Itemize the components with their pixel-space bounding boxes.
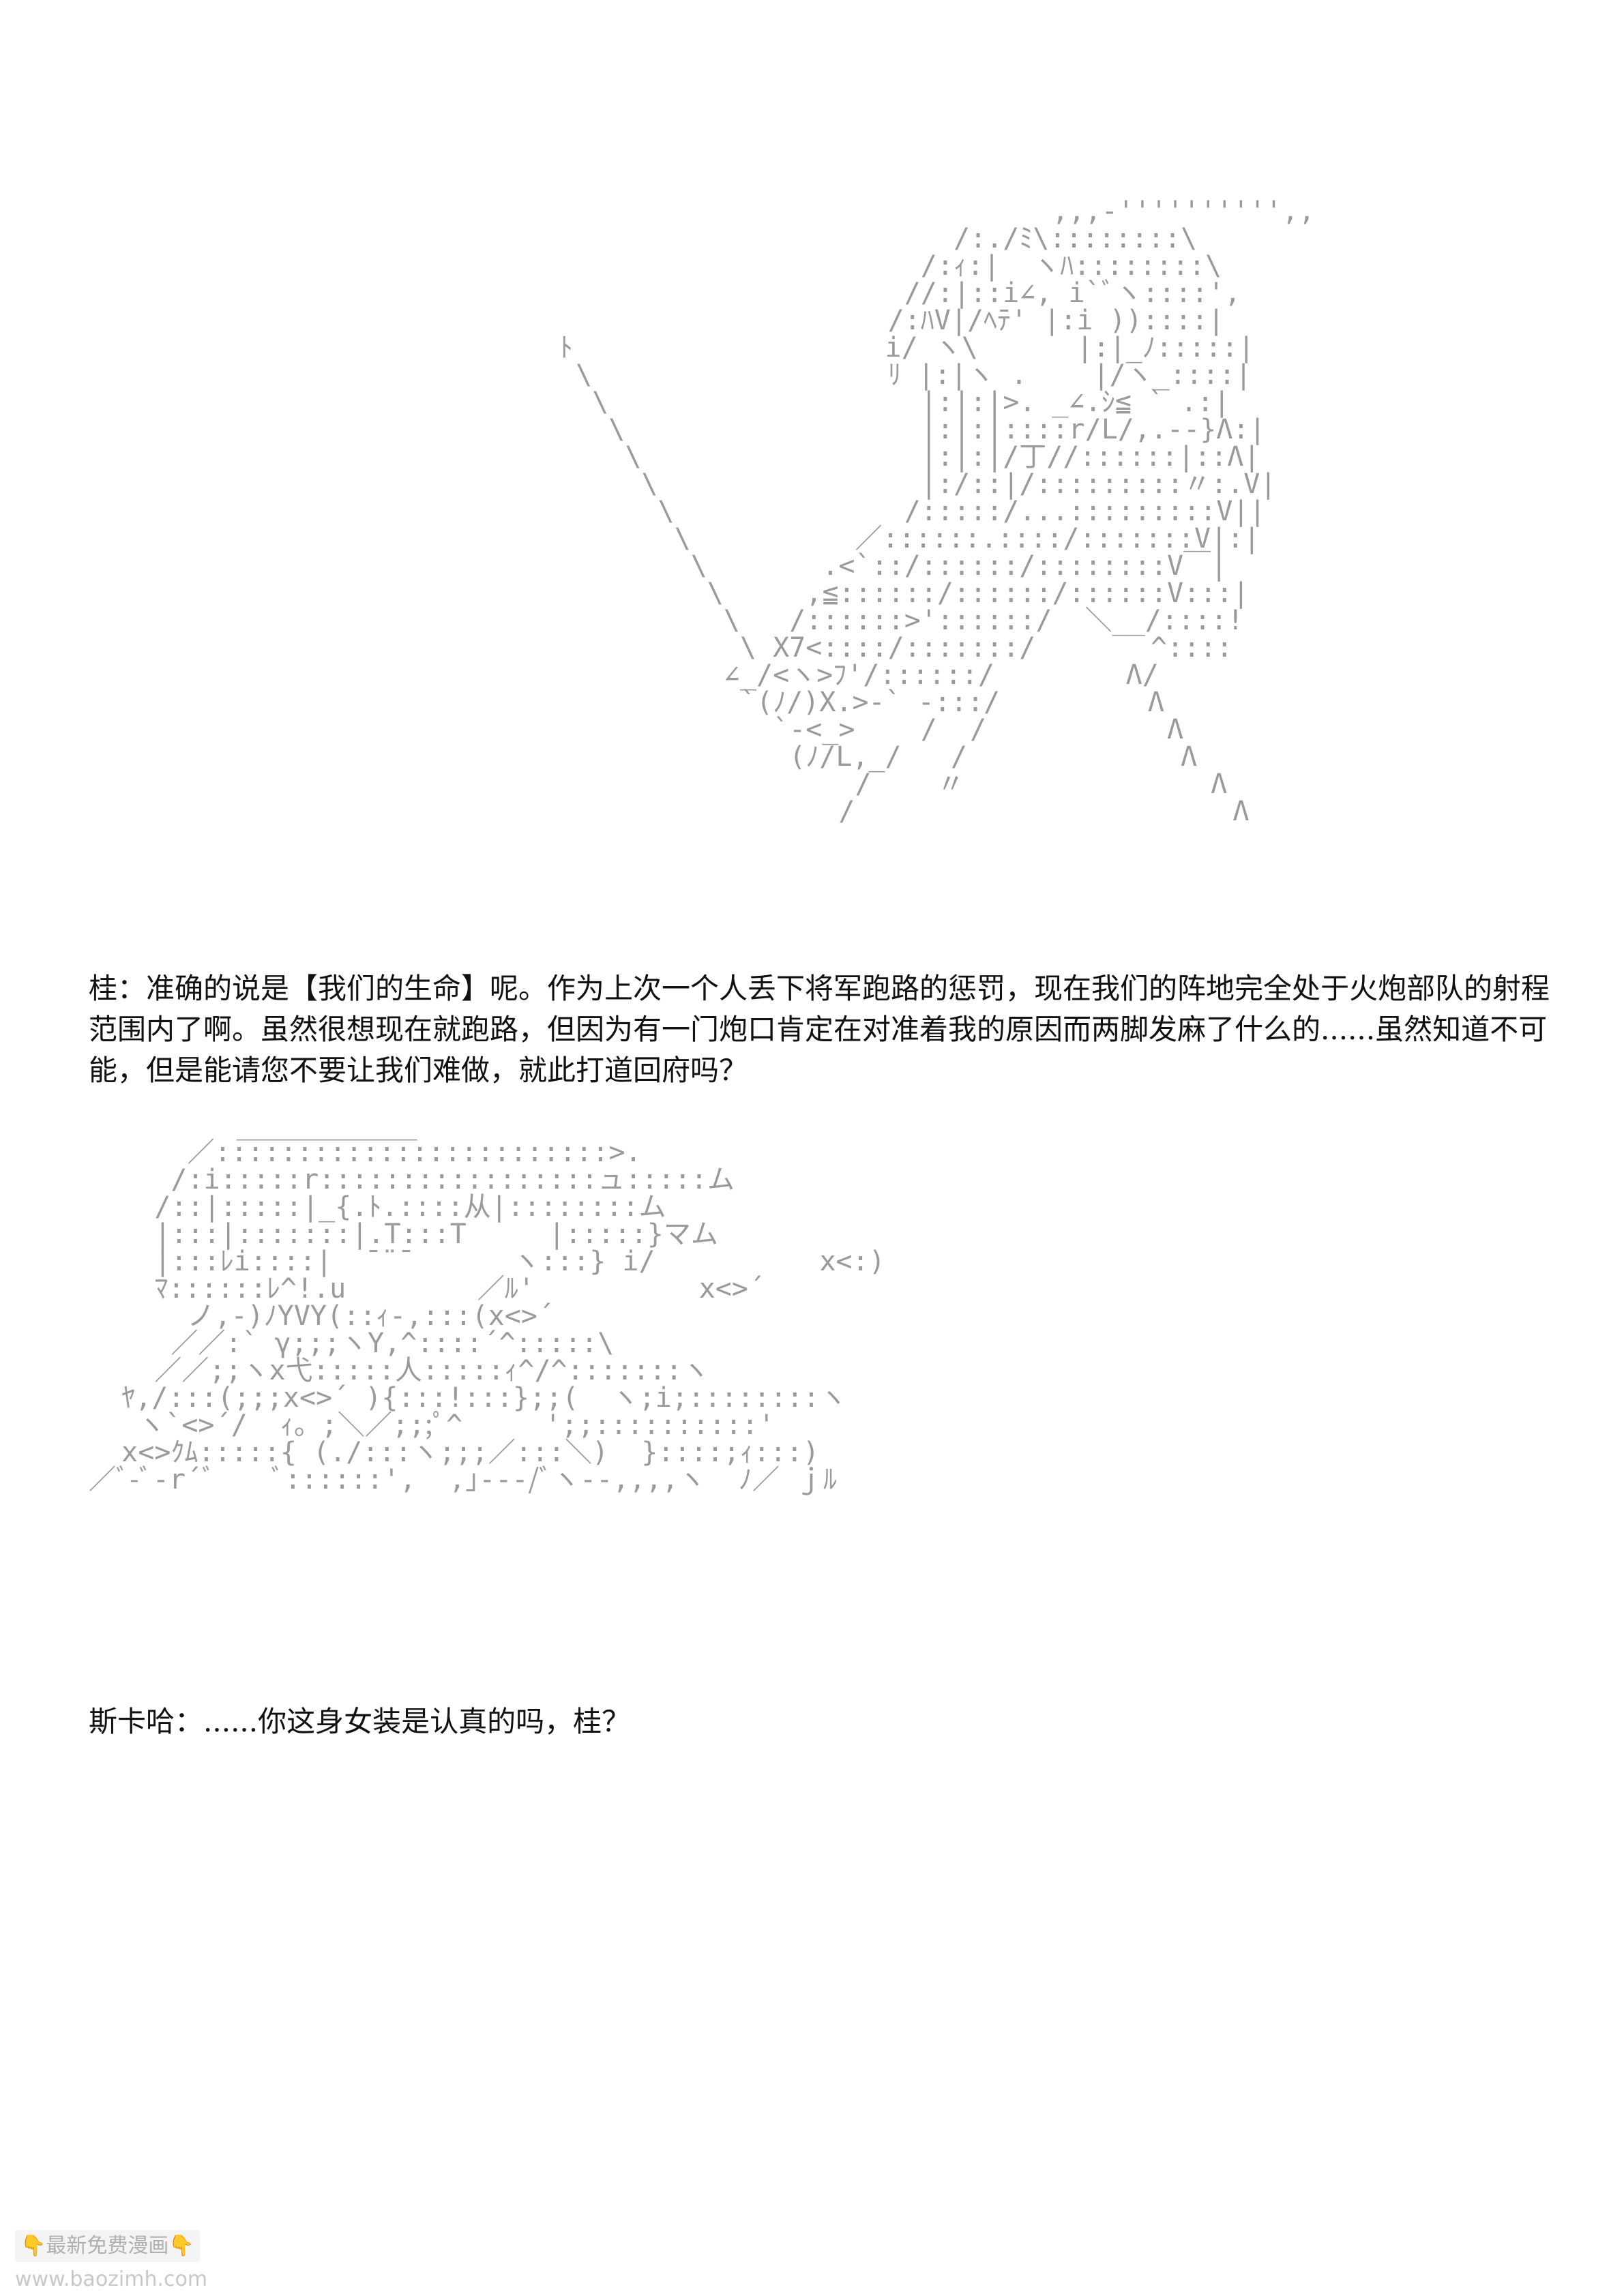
ascii-art-katsura: ,,,-'''''''''',, /:./ﾐ\::::::::\ /:ｨ:| ヽ…: [559, 198, 1315, 827]
watermark-url[interactable]: www.baozimh.com: [15, 2267, 208, 2291]
ascii-art-scarron: ___________ ／::::::::::::::::::::::::>. …: [89, 1112, 885, 1495]
pointing-hand-icon: 👇: [168, 2234, 194, 2258]
watermark-badge[interactable]: 👇最新免费漫画👇: [15, 2230, 200, 2262]
dialogue-scarron: 斯卡哈：......你这身女装是认真的吗，桂？: [89, 1701, 1555, 1742]
dialogue-text: ......你这身女装是认真的吗，桂？: [203, 1705, 631, 1738]
watermark-label: 最新免费漫画: [46, 2234, 169, 2258]
speaker-label: 桂：: [89, 972, 147, 1005]
pointing-hand-icon: 👇: [20, 2234, 46, 2258]
dialogue-katsura: 桂：准确的说是【我们的生命】呢。作为上次一个人丢下将军跑路的惩罚，现在我们的阵地…: [89, 968, 1555, 1091]
speaker-label: 斯卡哈：: [89, 1705, 204, 1738]
dialogue-text: 准确的说是【我们的生命】呢。作为上次一个人丢下将军跑路的惩罚，现在我们的阵地完全…: [89, 972, 1550, 1087]
watermark[interactable]: 👇最新免费漫画👇 www.baozimh.com: [15, 2230, 207, 2293]
